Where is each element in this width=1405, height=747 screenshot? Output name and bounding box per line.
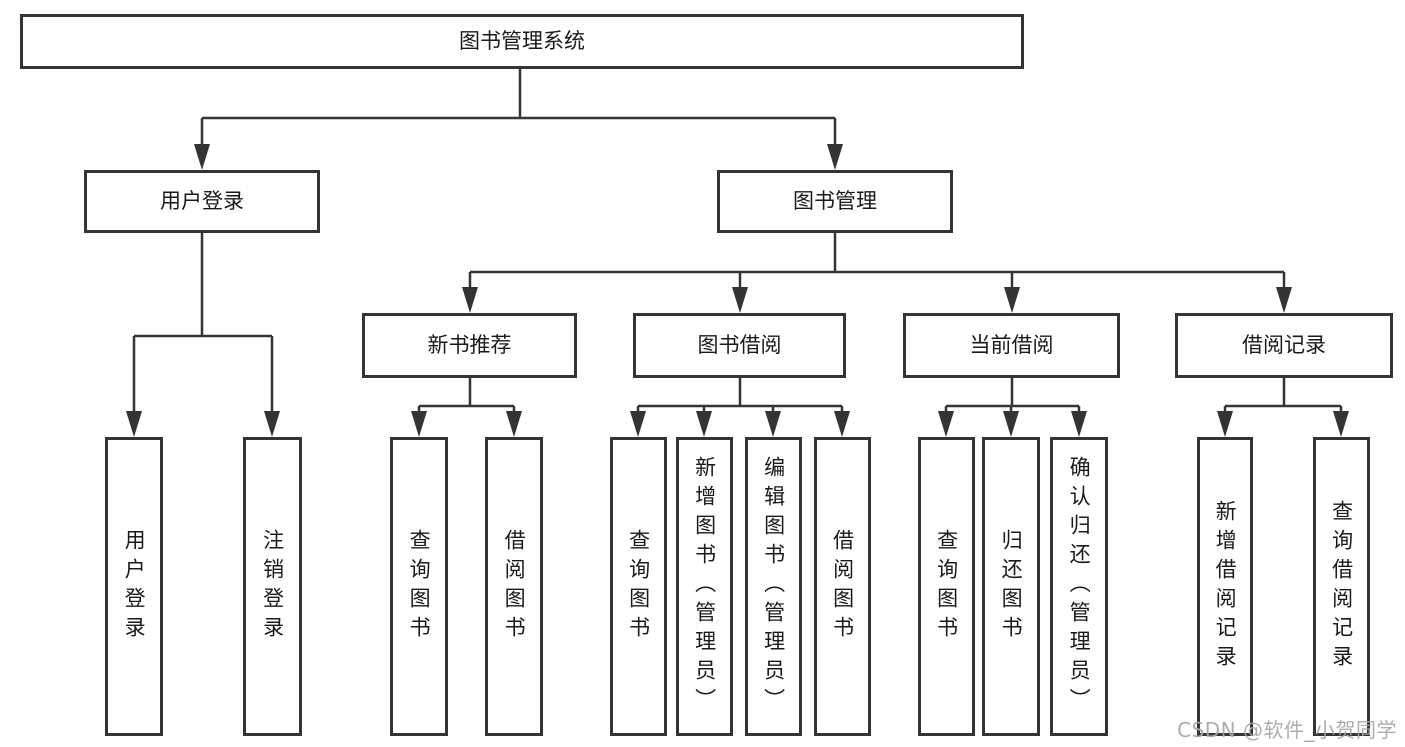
leaf-label: 注销登录 — [260, 528, 285, 645]
node-user-login: 用户登录 — [84, 170, 320, 233]
arrowhead — [732, 287, 748, 313]
arrowhead — [1071, 411, 1087, 437]
arrowhead — [506, 411, 522, 437]
edge-userlogin-to-children — [132, 233, 274, 419]
node-borrow-records: 借阅记录 — [1175, 313, 1393, 378]
leaf-label: 用户登录 — [122, 528, 147, 645]
leaf-label: 查询图书 — [934, 528, 959, 645]
node-book-borrow: 图书借阅 — [633, 313, 846, 378]
leaf-label: 查询图书 — [407, 528, 432, 645]
node-new-book-recommend: 新书推荐 — [362, 313, 577, 378]
node-leaf-borrow-edit-books-admin: 编辑图书（管理员） — [745, 437, 802, 736]
leaf-label: 查询借阅记录 — [1329, 499, 1354, 674]
arrowhead — [126, 411, 142, 437]
arrowhead — [194, 144, 210, 170]
node-leaf-recommend-borrow-books: 借阅图书 — [485, 437, 543, 736]
arrowhead — [1333, 411, 1349, 437]
node-leaf-current-query-books: 查询图书 — [918, 437, 975, 736]
node-leaf-current-return-books: 归还图书 — [982, 437, 1040, 736]
edge-bookmgmt-to-level3 — [468, 233, 1286, 295]
leaf-label: 借阅图书 — [502, 528, 527, 645]
csdn-watermark: CSDN @软件_小贺同学 — [1177, 718, 1397, 742]
edge-root-to-level2 — [200, 69, 837, 152]
node-leaf-records-add-record: 新增借阅记录 — [1197, 437, 1253, 736]
node-leaf-records-query-record: 查询借阅记录 — [1313, 437, 1370, 736]
arrowhead — [834, 411, 850, 437]
leaf-label: 借阅图书 — [830, 528, 855, 645]
arrowhead — [765, 411, 781, 437]
leaf-label: 新增借阅记录 — [1213, 499, 1238, 674]
arrowhead — [827, 144, 843, 170]
arrowhead — [630, 411, 646, 437]
arrowheads — [126, 144, 1349, 437]
node-leaf-borrow-add-books-admin: 新增图书（管理员） — [676, 437, 733, 736]
node-leaf-current-confirm-return-admin: 确认归还（管理员） — [1050, 437, 1108, 736]
edge-borrow-to-children — [636, 378, 844, 419]
node-leaf-recommend-query-books: 查询图书 — [390, 437, 448, 736]
leaf-label: 新增图书（管理员） — [692, 456, 717, 717]
node-leaf-borrow-query-books: 查询图书 — [610, 437, 667, 736]
arrowhead — [411, 411, 427, 437]
node-library-management-system: 图书管理系统 — [20, 14, 1024, 69]
node-current-borrow: 当前借阅 — [903, 313, 1120, 378]
node-leaf-borrow-borrow-books: 借阅图书 — [814, 437, 871, 736]
arrowhead — [938, 411, 954, 437]
edge-recommend-to-children — [417, 378, 516, 419]
node-leaf-logout: 注销登录 — [243, 437, 302, 736]
edge-records-to-children — [1223, 378, 1343, 419]
leaf-label: 查询图书 — [626, 528, 651, 645]
arrowhead — [1003, 411, 1019, 437]
leaf-label: 编辑图书（管理员） — [761, 456, 786, 717]
leaf-label: 归还图书 — [999, 528, 1024, 645]
arrowhead — [264, 411, 280, 437]
arrowhead — [1276, 287, 1292, 313]
leaf-label: 确认归还（管理员） — [1067, 456, 1092, 717]
node-book-management: 图书管理 — [717, 170, 953, 233]
arrowhead — [1217, 411, 1233, 437]
arrowhead — [462, 287, 478, 313]
arrowhead — [1004, 287, 1020, 313]
node-leaf-user-login: 用户登录 — [105, 437, 163, 736]
arrowhead — [696, 411, 712, 437]
